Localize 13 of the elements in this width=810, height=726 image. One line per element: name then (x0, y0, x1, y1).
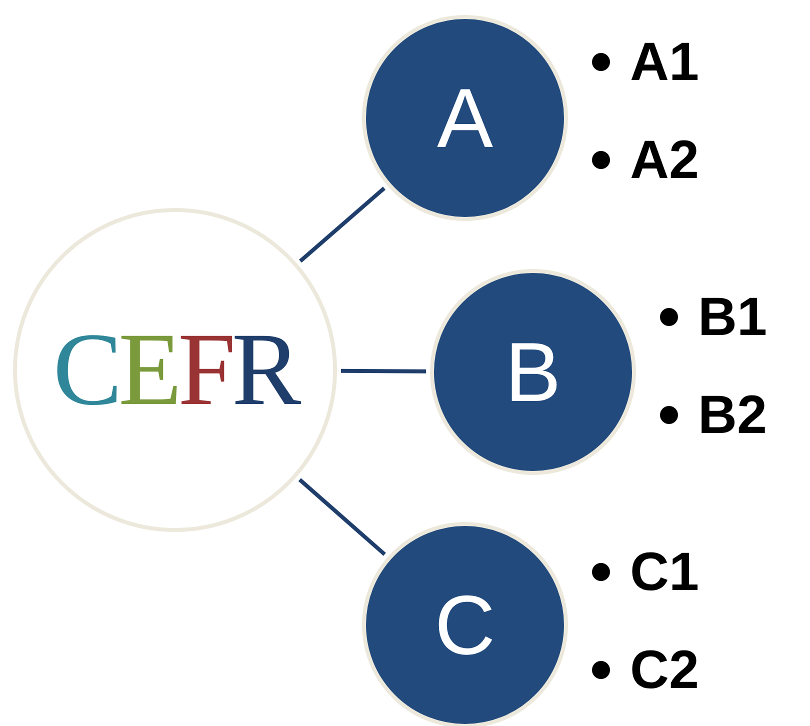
connector-line (340, 368, 426, 374)
sublevel-label: B2 (698, 384, 768, 447)
connector-line (298, 478, 386, 556)
connector-line (299, 186, 386, 263)
level-letter: C (434, 583, 496, 667)
title-text: CEFR (52, 318, 298, 422)
sublevel-label: B1 (698, 286, 768, 349)
level-letter: B (504, 330, 562, 414)
sublevel-label: A2 (630, 129, 700, 192)
sublevel-label: A1 (630, 31, 700, 94)
sublevel-label: C2 (630, 639, 700, 702)
level-letter: A (436, 76, 494, 160)
sublevel-label: C1 (630, 541, 700, 604)
